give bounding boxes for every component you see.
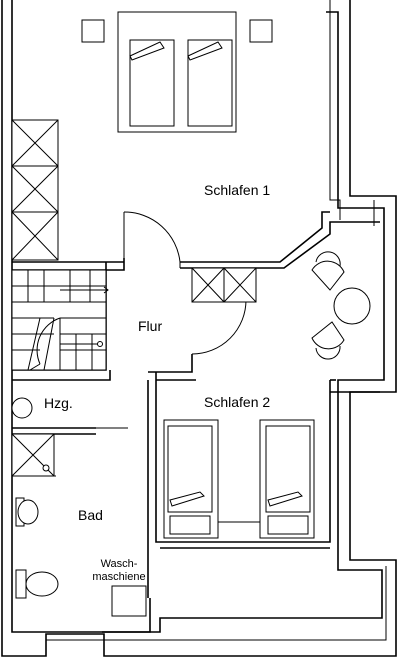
doors <box>123 211 247 355</box>
staircase <box>11 269 109 371</box>
room-label-schlafen-1: Schlafen 1 <box>204 182 271 198</box>
label-waschmaschine-line2: maschiene <box>92 571 146 583</box>
wardrobe-left <box>11 119 59 261</box>
table-and-chairs <box>311 251 371 360</box>
label-waschmaschine-line1: Wasch- <box>100 558 138 570</box>
double-bed <box>81 11 273 133</box>
room-label-hzg: Hzg. <box>44 395 73 411</box>
boiler <box>11 397 33 419</box>
bathroom-fixtures <box>11 433 147 617</box>
label-waschmaschine: Wasch- maschiene <box>86 558 152 584</box>
room-label-schlafen-2: Schlafen 2 <box>204 394 271 410</box>
room-label-flur: Flur <box>138 318 163 334</box>
twin-beds <box>163 419 315 539</box>
corridor-cupboard <box>191 267 257 303</box>
room-label-bad: Bad <box>78 507 103 523</box>
